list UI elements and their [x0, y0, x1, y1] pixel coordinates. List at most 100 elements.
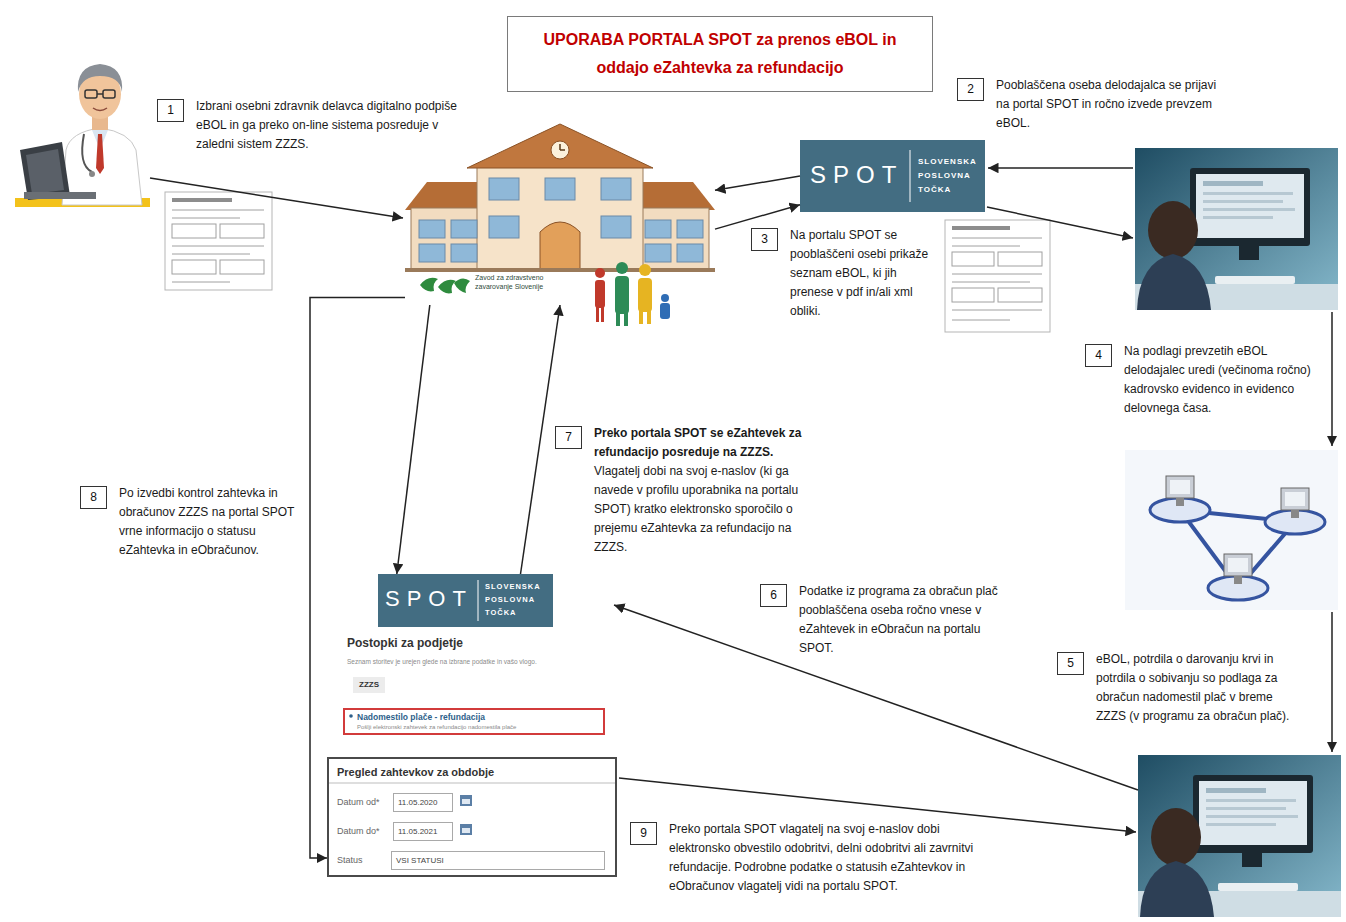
field-label: Status: [337, 854, 363, 866]
zzzs-building-part: [489, 216, 519, 238]
step-description: eBOL, potrdila o darovanju krvi in potrd…: [1096, 650, 1305, 726]
people-figures-part: [624, 312, 628, 326]
ebol-document-thumbnail-part: [172, 282, 230, 283]
zzzs-building-part: [451, 244, 477, 262]
step-callout: 9Preko portala SPOT vlagatelj na svoj e-…: [630, 820, 994, 896]
doctor-illustration-part: [26, 149, 64, 194]
ebol-document-thumbnail-part: [952, 288, 994, 302]
zzzs-building-part: [645, 244, 671, 262]
zzzs-building-part: [451, 220, 477, 238]
ebol-document-thumbnail-part: [172, 198, 232, 202]
woman-at-computer: [1138, 755, 1341, 917]
zzzs-building-part: [405, 268, 715, 272]
logo-tagline: SLOVENSKA POSLOVNA TOČKA: [918, 155, 984, 197]
network-illustration-part: [1125, 450, 1338, 610]
zzzs-logo-symbol-part: [454, 278, 470, 293]
step-description: Vlagatelj dobi na svoj e-naslov (ki ga n…: [594, 462, 823, 557]
zzzs-building-part: [637, 182, 715, 210]
zzzs-building-part: [601, 178, 631, 200]
form-separator: [329, 783, 615, 784]
network-illustration-part: [1285, 492, 1305, 506]
title-text: UPORABA PORTALA SPOT za prenos eBOL in o…: [535, 26, 905, 82]
filter-form: Pregled zahtevkov za obdobjeDatum od*Dat…: [327, 757, 617, 877]
zzzs-building-part: [405, 182, 483, 210]
step-callout: 5 eBOL, potrdila o darovanju krvi in potr…: [1057, 650, 1305, 726]
doctor-illustration-part: [24, 192, 96, 199]
spot-logo-background: [800, 140, 985, 212]
step-text: Podatke iz programa za obračun plač poob…: [799, 582, 1014, 658]
zzzs-logo-symbol-part: [420, 278, 438, 292]
ebol-document-thumbnail-part: [952, 252, 994, 266]
network-illustration-part: [1166, 476, 1194, 498]
doctor-illustration-part: [93, 108, 107, 111]
panel-heading: Postopki za podjetje: [347, 636, 463, 651]
people-figures-part: [601, 306, 604, 322]
doctor-illustration-part: [78, 64, 122, 92]
spot-logo-separator: [910, 150, 911, 202]
callout-number: 5: [1057, 652, 1084, 675]
select-value: VSI STATUSI: [396, 855, 444, 866]
step-text: Izbrani osebni zdravnik delavca digitaln…: [196, 97, 458, 154]
step-text: Preko portala SPOT vlagatelj na svoj e-n…: [669, 820, 994, 896]
ebol-document-thumbnail-part: [165, 192, 272, 290]
zzzs-building-part: [545, 178, 575, 200]
doctor-illustration-part: [103, 90, 115, 98]
zzzs-building-part: [677, 244, 703, 262]
spot-logo: SPOT SLOVENSKA POSLOVNA TOČKA: [800, 140, 985, 212]
logo-text: Zavod za zdravstveno zavarovanje Sloveni…: [475, 274, 570, 291]
zzzs-building-part: [551, 141, 569, 159]
flow-arrow: [150, 168, 1332, 832]
zzzs-building-part: [540, 222, 580, 270]
step-text: Po izvedbi kontrol zahtevka in obračunov…: [119, 484, 302, 560]
ebol-document-thumbnail-part: [172, 254, 250, 255]
ebol-document-thumbnail-part: [952, 310, 1042, 311]
people-figures-part: [596, 306, 599, 322]
zzzs-building-part: [489, 178, 519, 200]
zzzs-building-part: [677, 220, 703, 238]
ebol-document-thumbnail-part: [172, 260, 216, 274]
people-figures-part: [638, 278, 652, 312]
menu-link: Nadomestilo plače - refundacija: [357, 712, 485, 723]
date-input: 11.05.2020: [393, 793, 453, 812]
menu-bullet: [349, 714, 353, 718]
ebol-document-thumbnail-part: [952, 320, 1010, 321]
calendar-icon-part: [462, 799, 470, 804]
ebol-document-thumbnail-part: [172, 218, 240, 219]
flow-connector: [715, 205, 800, 229]
zzzs-building-part: [411, 208, 483, 270]
ebol-document-thumbnail-part: [945, 220, 1050, 332]
logo-tagline: SLOVENSKA POSLOVNA TOČKA: [485, 580, 549, 619]
people-figures-part: [661, 294, 669, 302]
people-figures-part: [639, 264, 651, 276]
people-figures-part: [595, 280, 605, 308]
ebol-document-thumbnail: [165, 192, 272, 290]
ebol-document-thumbnail-part: [172, 210, 264, 211]
category-tag: ZZZS: [353, 677, 385, 693]
doctor-illustration-part: [85, 90, 97, 98]
logo-wordmark: SPOT: [810, 160, 903, 190]
callout-number: 8: [80, 486, 107, 509]
flow-arrow-part: [988, 167, 1133, 169]
calendar-icon-part: [462, 828, 470, 833]
ebol-document-thumbnail-part: [952, 226, 1010, 230]
people-figures-part: [647, 310, 651, 324]
zzzs-building-part: [477, 164, 643, 270]
spot-logo-background: [378, 574, 553, 627]
menu-note: Pošlji elektronski zahtevek za refundaci…: [357, 723, 516, 731]
flow-arrow-part: [1331, 612, 1333, 752]
step-description: Izbrani osebni zdravnik delavca digitaln…: [196, 97, 458, 154]
step-description: Podatke iz programa za obračun plač poob…: [799, 582, 1014, 658]
people-figures-part: [615, 276, 629, 314]
network-illustration-part: [1224, 554, 1252, 576]
calendar-icon: [460, 824, 472, 835]
zzzs-logo-symbol: [420, 278, 470, 294]
ebol-document-thumbnail-part: [952, 282, 1030, 283]
step-description: Preko portala SPOT se eZahtevek za refun…: [594, 424, 823, 462]
step-description: Pooblaščena oseba delodajalca se prijavi…: [996, 76, 1232, 133]
doctor-illustration: [15, 64, 150, 207]
people-figures-part: [660, 303, 670, 319]
network-illustration-part: [1170, 480, 1190, 494]
network-illustration-part: [1176, 498, 1184, 506]
